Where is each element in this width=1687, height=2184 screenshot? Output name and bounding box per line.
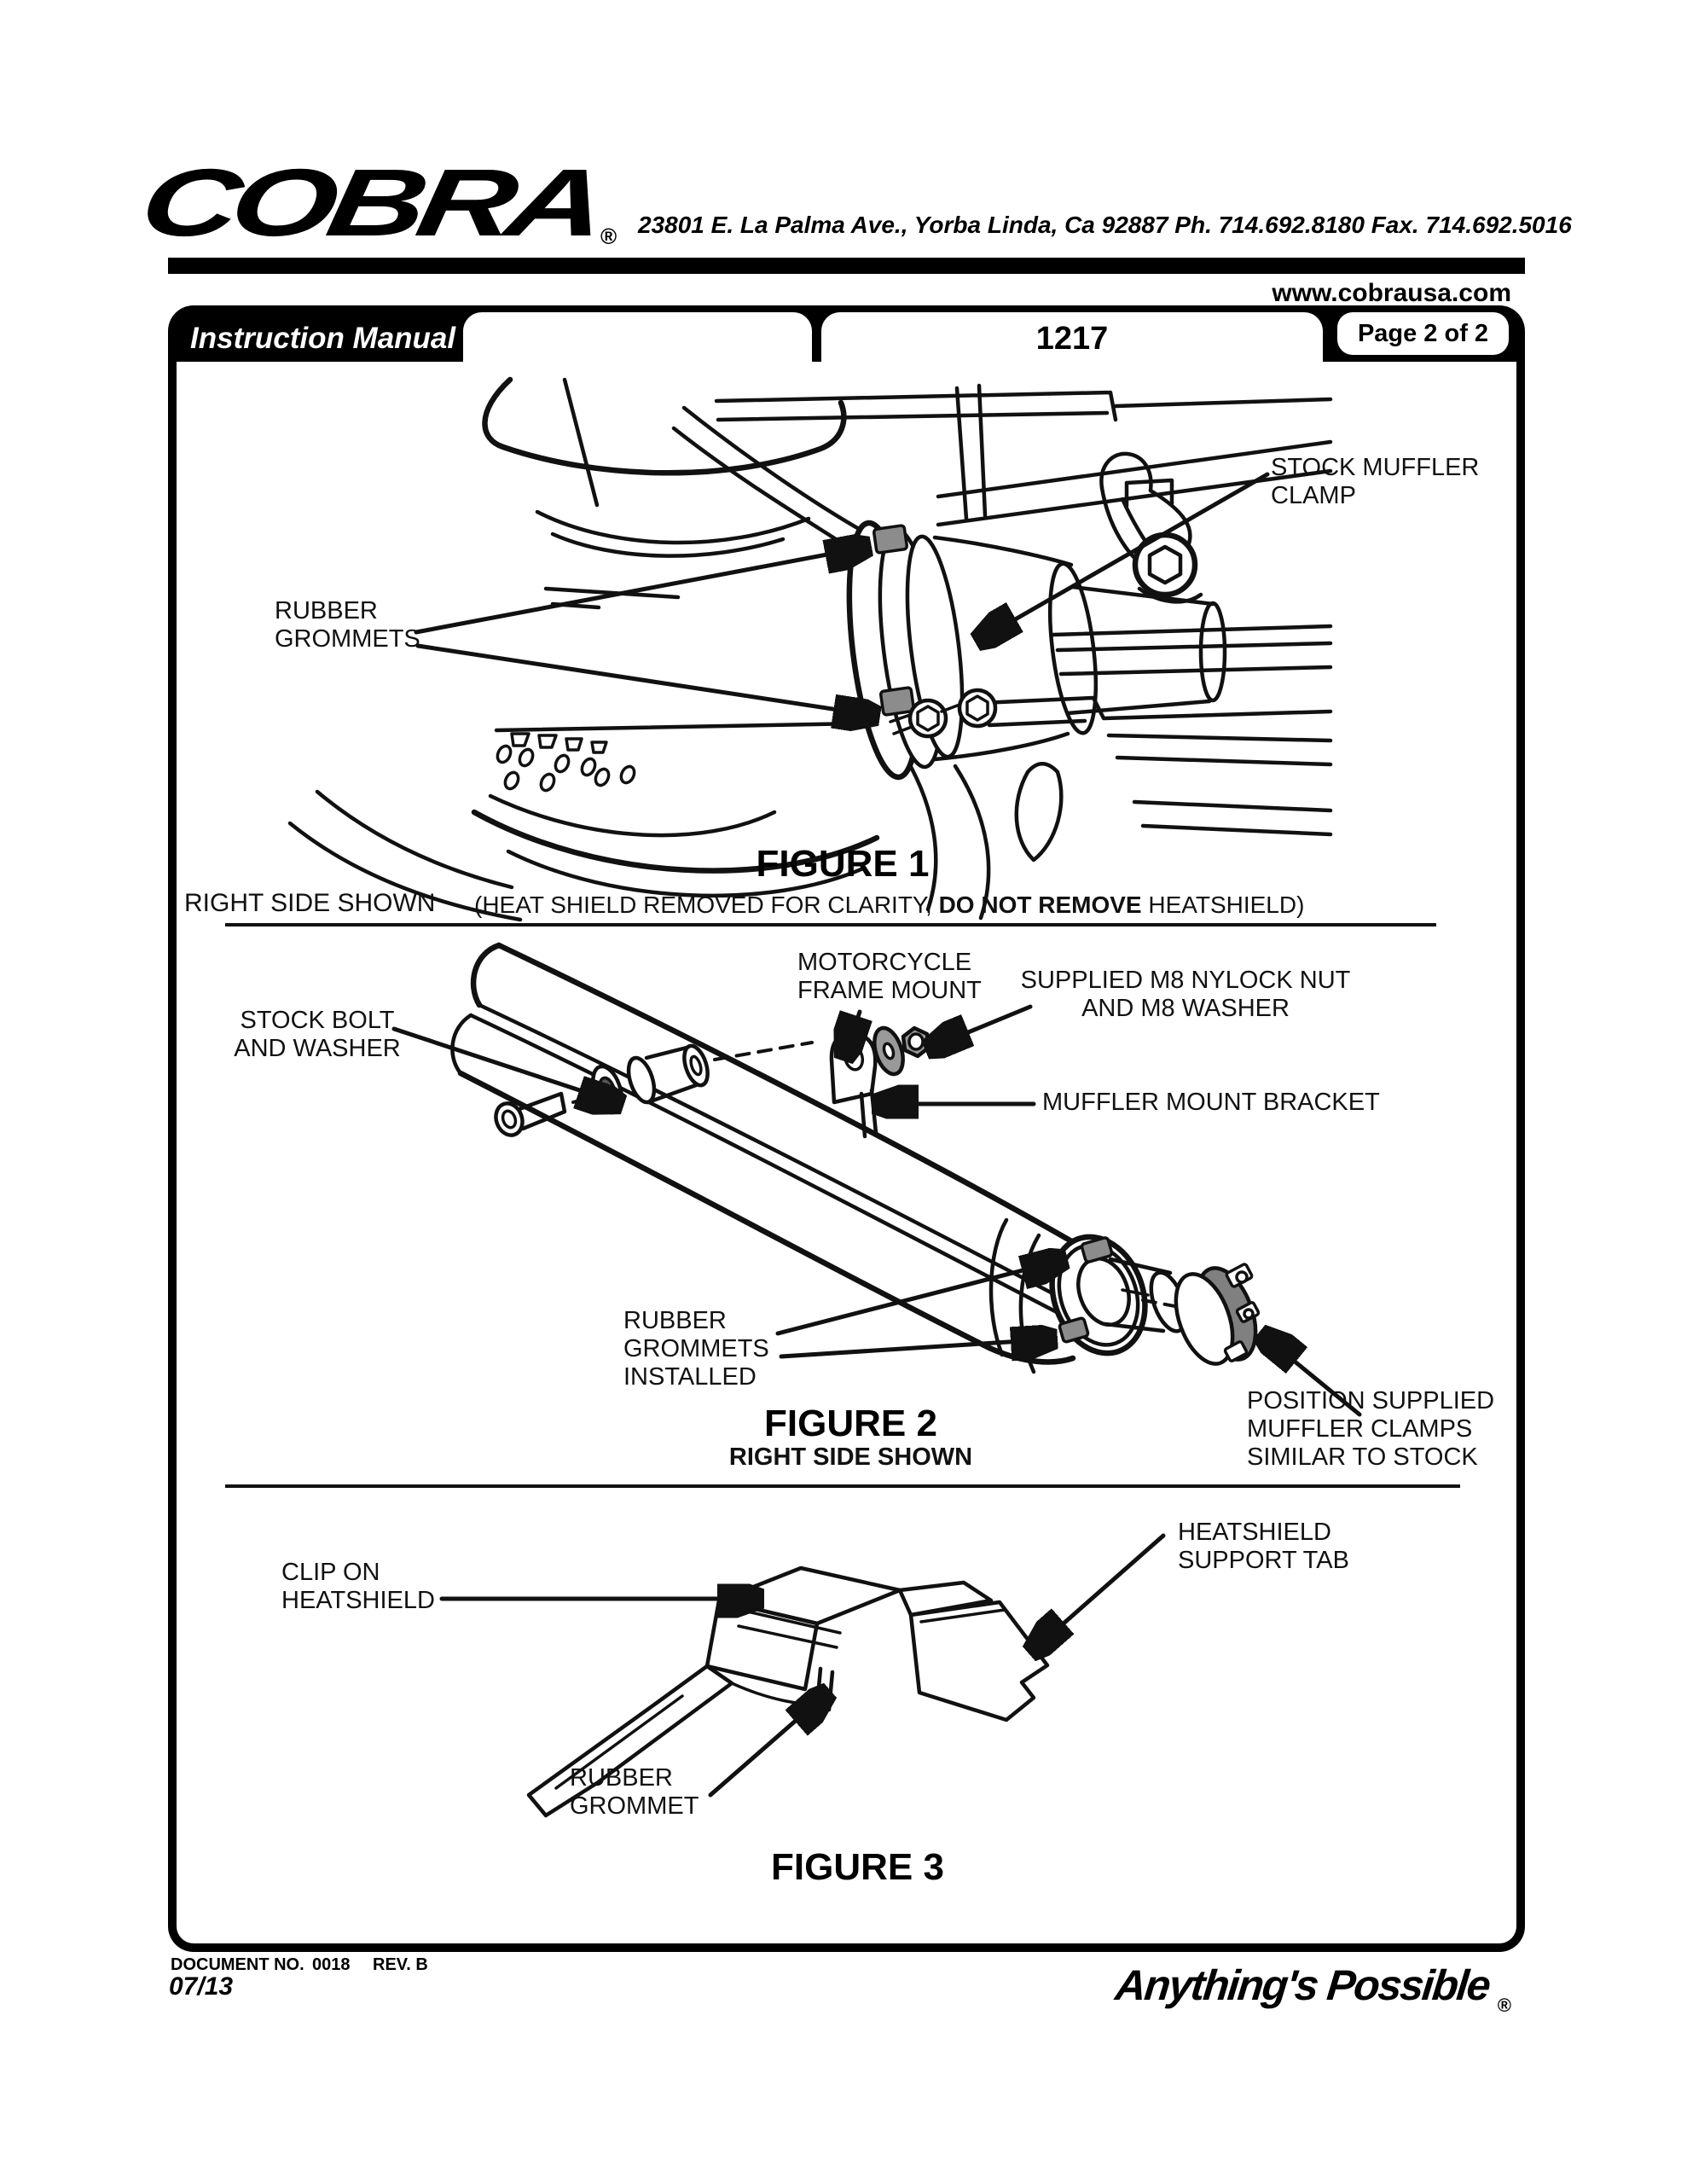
- figure1-art: [287, 376, 1333, 922]
- figure1-side-note: RIGHT SIDE SHOWN: [184, 889, 436, 917]
- page-indicator-tab: Page 2 of 2: [1337, 312, 1509, 355]
- figure2-art: [391, 942, 1362, 1417]
- figure1-caption: FIGURE 1: [756, 843, 930, 885]
- section-divider-1: [225, 923, 1436, 926]
- label-rubber-grommet: RUBBER GROMMET: [570, 1764, 699, 1820]
- label-supplied-m8: SUPPLIED M8 NYLOCK NUT AND M8 WASHER: [1020, 967, 1351, 1022]
- company-address: 23801 E. La Palma Ave., Yorba Linda, Ca …: [638, 212, 1572, 238]
- document-number-label: DOCUMENT NO.: [171, 1955, 304, 1974]
- clarity-note-suffix: HEATSHIELD): [1141, 892, 1305, 918]
- figure3-art: [439, 1533, 1166, 1818]
- empty-tab: [463, 312, 812, 362]
- label-muffler-mount-bracket: MUFFLER MOUNT BRACKET: [1042, 1089, 1380, 1116]
- label-position-supplied-clamps: POSITION SUPPLIED MUFFLER CLAMPS SIMILAR…: [1247, 1387, 1495, 1471]
- clarity-note-bold: DO NOT REMOVE: [938, 892, 1142, 918]
- label-stock-muffler-clamp: STOCK MUFFLER CLAMP: [1271, 454, 1480, 509]
- tagline: Anything's Possible: [1113, 1961, 1492, 2009]
- instruction-manual-tab: Instruction Manual >: [190, 322, 482, 355]
- tagline-registered-icon: ®: [1497, 1995, 1511, 2016]
- section-divider-2: [225, 1484, 1460, 1488]
- grommet-upper-fig1: [872, 524, 909, 555]
- label-clip-on-heatshield: CLIP ON HEATSHIELD: [281, 1559, 435, 1614]
- label-rubber-grommets: RUBBER GROMMETS: [275, 597, 420, 653]
- header-divider-bar: [168, 258, 1525, 274]
- grommet-lower-fig1: [878, 686, 916, 717]
- grommet-upper-fig2: [1080, 1236, 1114, 1263]
- label-heatshield-support-tab: HEATSHIELD SUPPORT TAB: [1178, 1519, 1349, 1574]
- figure2-side-note: RIGHT SIDE SHOWN: [728, 1443, 973, 1471]
- figure1-clarity-note: (HEAT SHIELD REMOVED FOR CLARITY, DO NOT…: [474, 891, 1304, 919]
- clarity-note-prefix: (HEAT SHIELD REMOVED FOR CLARITY,: [474, 892, 939, 918]
- part-number-tab: 1217: [821, 312, 1323, 362]
- figure3-caption: FIGURE 3: [771, 1846, 944, 1888]
- website-link[interactable]: www.cobrausa.com: [1272, 279, 1511, 307]
- revision-label: REV. B: [373, 1955, 428, 1974]
- footer-date: 07/13: [169, 1972, 234, 2001]
- title-tab-band: Instruction Manual > 1217 Page 2 of 2: [168, 305, 1525, 362]
- figure2-caption: FIGURE 2: [764, 1403, 937, 1444]
- label-stock-bolt: STOCK BOLT AND WASHER: [234, 1007, 401, 1062]
- grommet-lower-fig2: [1058, 1316, 1090, 1344]
- label-motorcycle-frame-mount: MOTORCYCLE FRAME MOUNT: [797, 949, 982, 1004]
- label-rubber-grommets-installed: RUBBER GROMMETS INSTALLED: [623, 1307, 769, 1391]
- document-number-value: 0018: [312, 1955, 351, 1974]
- registered-trademark-icon: ®: [600, 224, 617, 249]
